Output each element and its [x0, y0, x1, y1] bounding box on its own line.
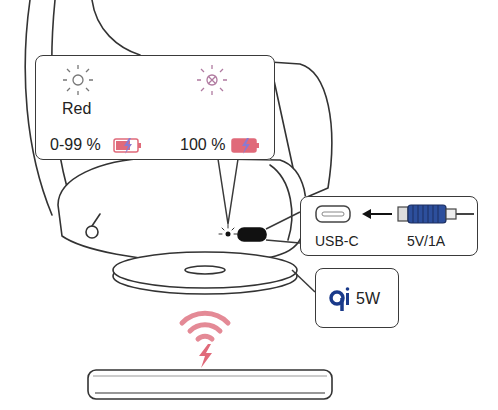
drawing-part	[408, 205, 446, 223]
drawing-part	[207, 75, 217, 85]
drawing-part	[446, 209, 456, 219]
drawing-part	[266, 212, 300, 243]
drawing-part	[270, 165, 292, 240]
box-text: Red	[62, 100, 91, 118]
box-text: USB-C	[315, 233, 359, 249]
drawing-part	[138, 143, 141, 148]
qi-info-box: 5W	[315, 268, 399, 328]
drawing-part	[198, 336, 212, 339]
drawing-part	[300, 196, 478, 256]
drawing-part	[92, 214, 100, 226]
drawing-part	[219, 225, 237, 234]
drawing-part	[208, 76, 216, 84]
drawing-part	[292, 270, 315, 292]
drawing-part	[456, 213, 474, 215]
drawing-part	[398, 207, 408, 221]
drawing-part	[218, 159, 238, 224]
drawing-part	[113, 252, 297, 288]
led-info-box: Red 0-99 % 100 %	[35, 55, 275, 160]
drawing-part	[197, 65, 227, 95]
led-callout	[35, 55, 275, 224]
qi-callout	[292, 268, 399, 328]
led	[219, 225, 237, 237]
drawing-part	[413, 205, 438, 223]
usb-plug	[398, 205, 474, 223]
light-icon	[63, 65, 93, 95]
box-text: 5W	[356, 290, 380, 308]
wireless-symbol	[182, 313, 228, 339]
box-text: 5V/1A	[407, 233, 445, 249]
drawing-part	[35, 55, 275, 160]
arrow	[368, 213, 392, 215]
box-text: 0-99 %	[50, 136, 101, 154]
battery-partial	[114, 138, 141, 154]
drawing-part	[58, 158, 306, 262]
drawing-part	[346, 287, 350, 291]
arrowhead	[362, 209, 371, 219]
drawing-part	[322, 212, 344, 216]
usb-c-port	[316, 206, 350, 222]
lightning	[199, 344, 212, 368]
drawing-part	[86, 226, 98, 238]
drawing-part	[185, 266, 225, 274]
blink-icon	[197, 65, 227, 95]
box-text: 100 %	[180, 136, 225, 154]
qi-logo	[331, 287, 349, 311]
drawing-part	[226, 232, 231, 237]
drawing-part	[340, 298, 344, 311]
drawing-part	[88, 370, 332, 399]
drawing-part	[190, 325, 220, 331]
battery-full	[232, 138, 259, 154]
drawing-part	[92, 0, 140, 55]
usb-callout	[266, 196, 478, 256]
drawing-part	[124, 138, 132, 154]
drawing-part	[95, 392, 325, 393]
drawing-part	[256, 143, 259, 148]
headset	[25, 0, 332, 294]
drawing-part	[182, 313, 228, 323]
usb-info-box: USB-C 5V/1A	[300, 196, 478, 256]
drawing-part	[238, 228, 266, 241]
drawing-part	[93, 376, 327, 377]
drawing-part	[73, 75, 83, 85]
drawing-part	[242, 138, 250, 154]
drawing-part	[315, 268, 399, 328]
drawing-part	[346, 293, 349, 305]
charging-pad	[88, 370, 332, 399]
drawing-part	[63, 65, 93, 95]
